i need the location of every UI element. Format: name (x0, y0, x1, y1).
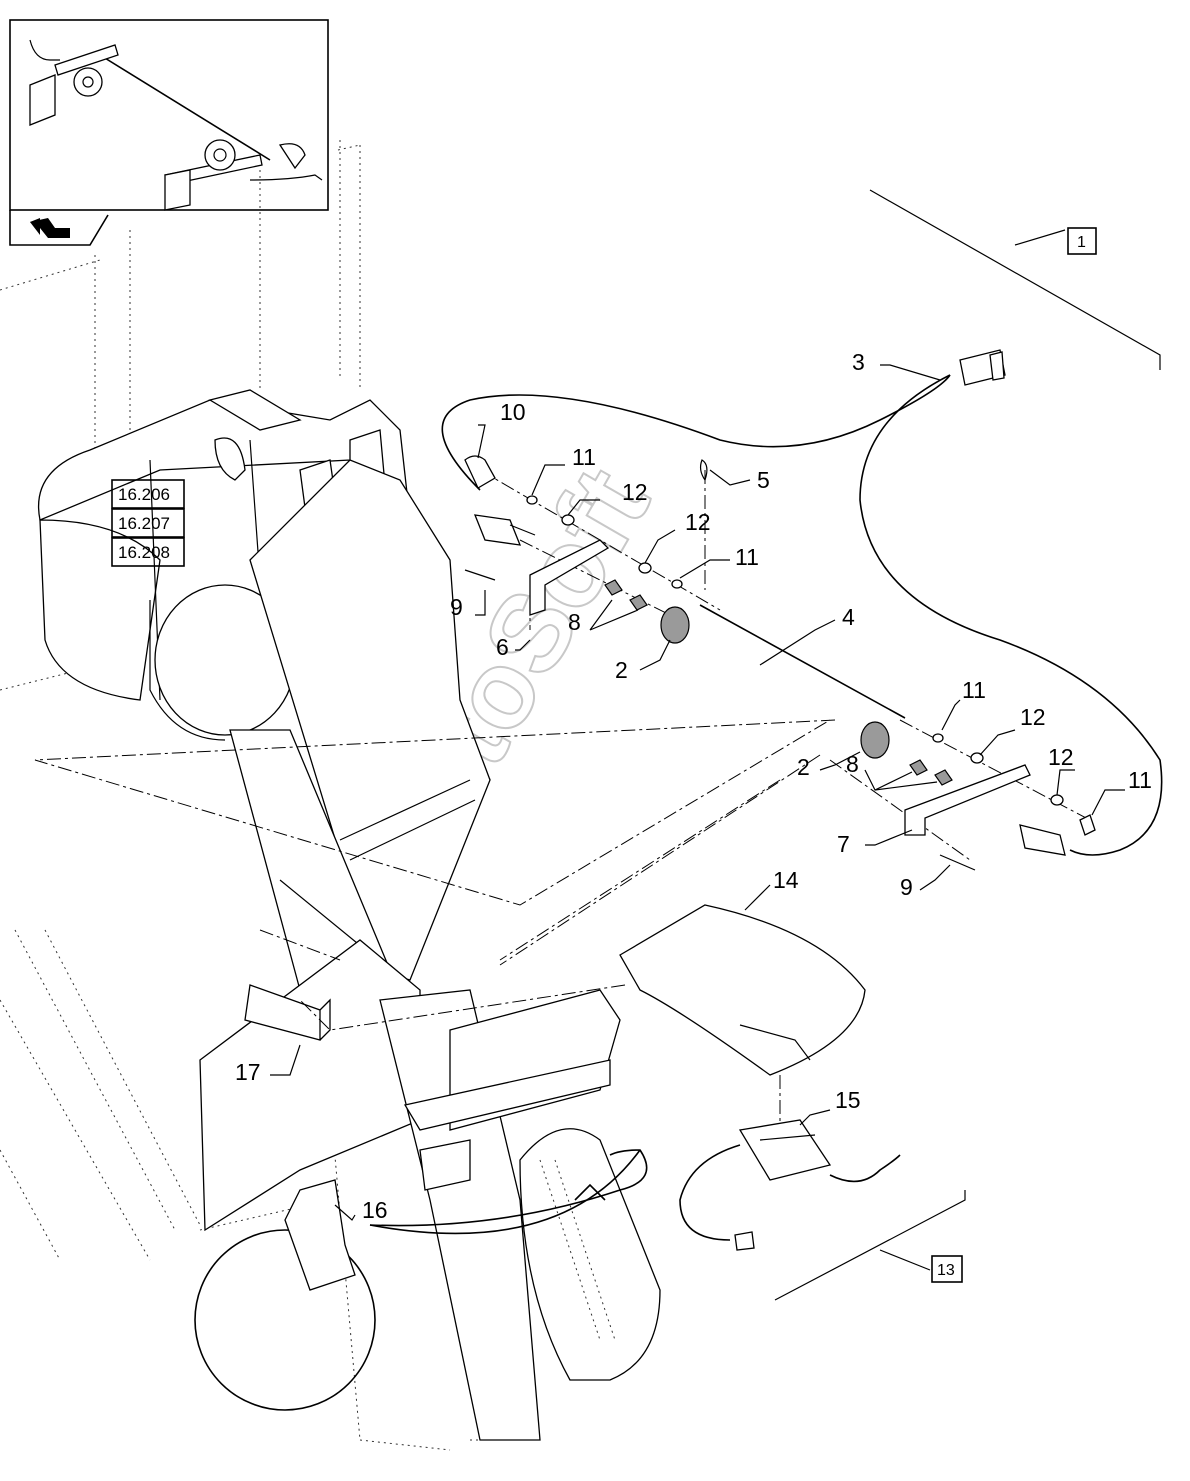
group-brackets: 1 13 (774, 189, 1161, 1301)
callout-12-c: 12 (1020, 704, 1046, 730)
ref-box-16208[interactable] (111, 537, 185, 567)
bracket-17 (244, 984, 331, 1041)
ref-16208: 16.208 (118, 543, 170, 562)
callout-11-c: 11 (962, 677, 986, 703)
callout-16: 16 (362, 1197, 388, 1223)
callout-numbers: 10 11 12 12 11 5 9 6 8 2 4 3 11 12 2 8 1… (235, 349, 1152, 1223)
elevator-housing (38, 389, 661, 1441)
callout-15: 15 (835, 1087, 861, 1113)
upper-sensor-group (464, 455, 708, 644)
callout-17: 17 (235, 1059, 261, 1085)
callout-12-d: 12 (1048, 744, 1074, 770)
callout-9-a: 9 (450, 594, 463, 620)
callout-12-b: 12 (685, 509, 711, 535)
callout-3: 3 (852, 349, 865, 375)
callout-8-a: 8 (568, 609, 581, 635)
group-label-13: 13 (937, 1262, 955, 1279)
switch-module-15 (679, 1119, 901, 1251)
callout-10: 10 (500, 399, 526, 425)
sensor-harness (441, 349, 1163, 856)
callout-11-d: 11 (1128, 767, 1152, 793)
callout-2-a: 2 (615, 657, 628, 683)
callout-9-b: 9 (900, 874, 913, 900)
callout-5: 5 (757, 467, 770, 493)
shaft-4 (699, 604, 906, 719)
callout-14: 14 (773, 867, 799, 893)
callout-7: 7 (837, 831, 850, 857)
callout-11-b: 11 (735, 544, 759, 570)
group-box-13[interactable] (931, 1255, 963, 1283)
callout-4: 4 (842, 604, 855, 630)
reference-boxes: 16.206 16.207 16.208 (111, 479, 185, 567)
ref-16207: 16.207 (118, 514, 170, 533)
callout-12-a: 12 (622, 479, 648, 505)
ref-box-16207[interactable] (111, 508, 185, 538)
ref-box-16206[interactable] (111, 479, 185, 509)
callout-6: 6 (496, 634, 509, 660)
return-arrow-icon[interactable] (30, 218, 70, 238)
group-label-1: 1 (1077, 234, 1086, 251)
callout-11-a: 11 (572, 444, 596, 470)
ref-16206: 16.206 (118, 485, 170, 504)
deflector-14 (619, 904, 866, 1076)
inset-view (9, 19, 329, 246)
callout-leaders (270, 364, 1125, 1221)
callout-8-b: 8 (846, 751, 859, 777)
callout-2-b: 2 (797, 754, 810, 780)
group-box-1[interactable] (1067, 227, 1097, 255)
